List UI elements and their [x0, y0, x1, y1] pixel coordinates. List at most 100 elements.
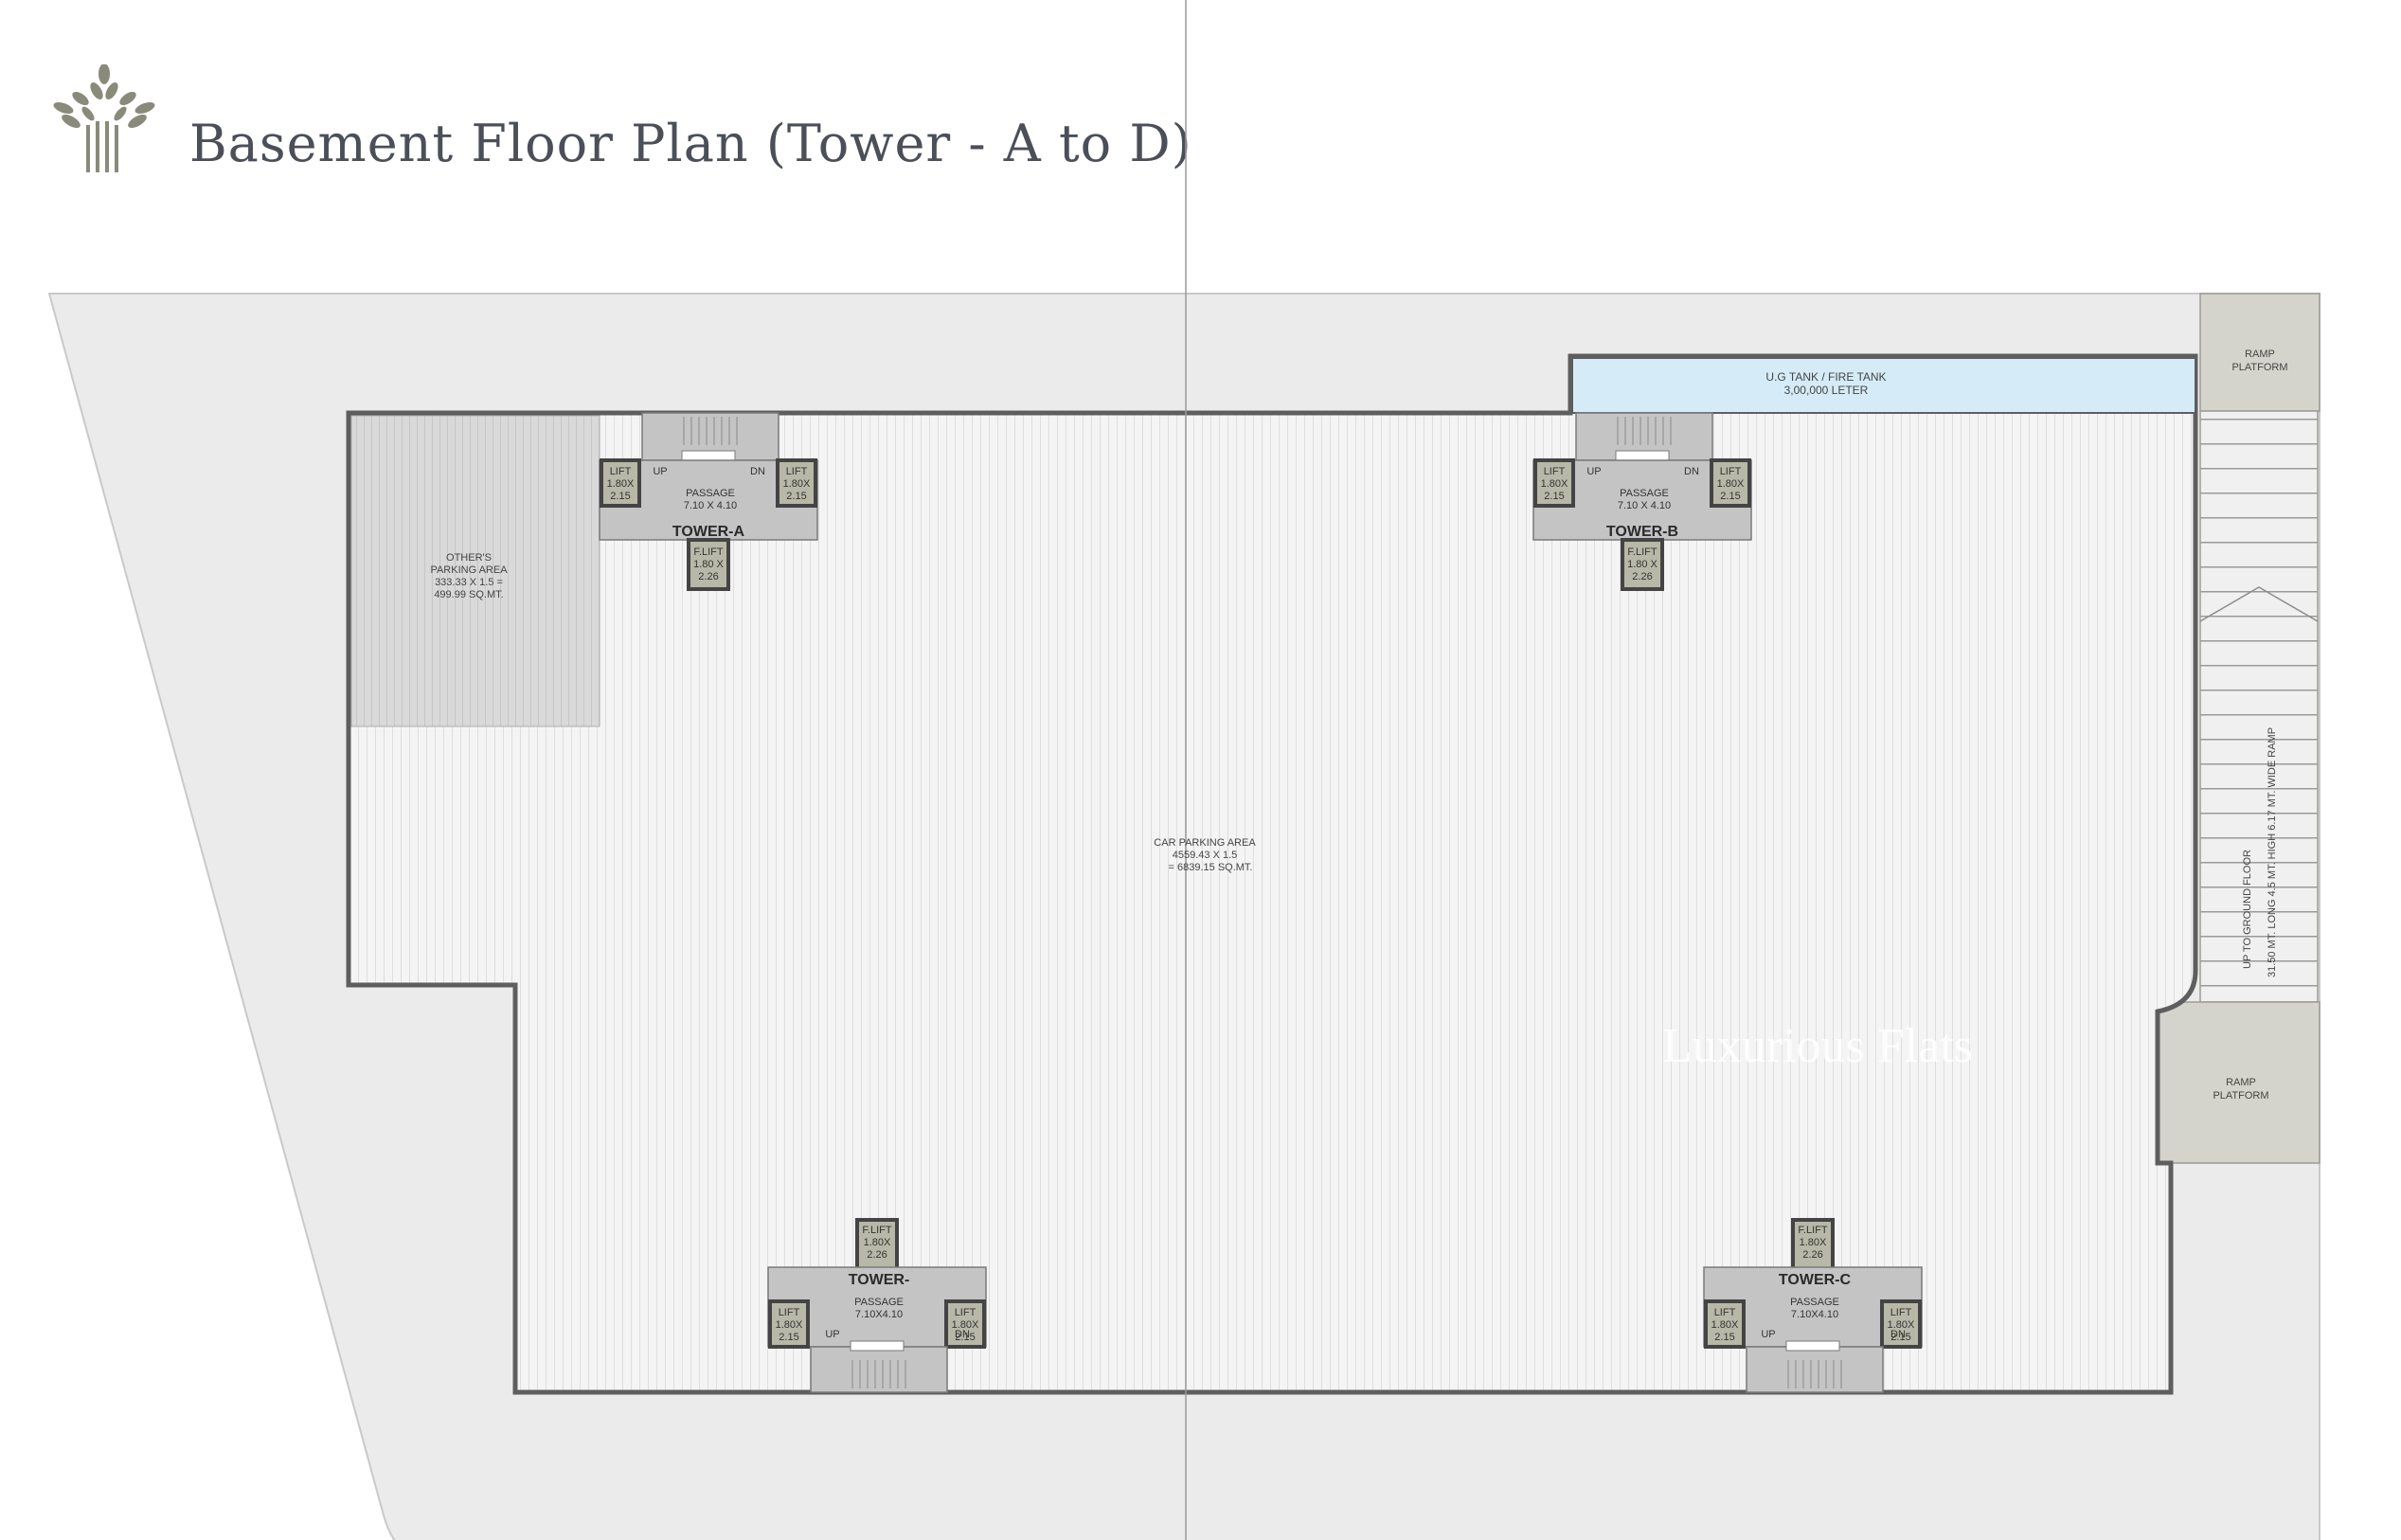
tower-c-landing: [1785, 1340, 1840, 1352]
tower-b-core: LIFT 1.80X 2.15 LIFT 1.80X 2.15 F.LIFT 1…: [1532, 412, 1752, 591]
tower-c-lift-right-text-2: 1.80X: [1888, 1319, 1915, 1331]
tower-c-passage-text-2: 7.10X4.10: [1791, 1309, 1838, 1320]
tower-b-up: UP: [1586, 466, 1601, 477]
tower-a-lift-right: [776, 458, 817, 508]
ramp-platform-top-line-2: PLATFORM: [2231, 362, 2287, 373]
tower-a-lift-right-text-2: 1.80X: [783, 478, 811, 490]
ramp: [2199, 410, 2319, 1003]
ug-tank: [1571, 357, 2196, 414]
tower-a-name: TOWER-A: [672, 524, 745, 540]
tower-a-dn: DN: [750, 466, 765, 477]
tower-b-passage-text-1: PASSAGE: [1620, 488, 1669, 499]
tower-a-up: UP: [653, 466, 667, 477]
tower-b-fire-lift-text-1: F.LIFT: [1627, 546, 1657, 558]
page-title: Basement Floor Plan (Tower - A to D): [189, 114, 1192, 173]
tower-c-name: TOWER-C: [1779, 1272, 1852, 1288]
tower-d-up: UP: [825, 1329, 839, 1340]
tower-c-up: UP: [1761, 1329, 1775, 1340]
tower-d-fire-lift-text-1: F.LIFT: [862, 1225, 891, 1236]
tower-c-lift-left-text-1: LIFT: [1714, 1307, 1736, 1318]
tower-c-dn: DN: [1890, 1329, 1906, 1340]
tower-b-fire-lift-text-3: 2.26: [1632, 571, 1652, 582]
tower-b-lift-left-text-3: 2.15: [1544, 491, 1564, 502]
tower-b-fire-lift: [1621, 538, 1664, 591]
ramp-platform-top-line-1: RAMP: [2245, 349, 2275, 360]
tower-d-lift-left-text-2: 1.80X: [776, 1319, 803, 1331]
tower-c-lift-left-text-2: 1.80X: [1711, 1319, 1739, 1331]
tower-a-fire-lift: [687, 538, 730, 591]
tower-d-lift-right-text-1: LIFT: [955, 1307, 977, 1318]
tower-b-name: TOWER-B: [1606, 524, 1678, 540]
tower-b-lift-right-text-1: LIFT: [1720, 466, 1742, 477]
car-parking-line-2: 4559.43 X 1.5: [1173, 850, 1238, 861]
tank-label: U.G TANK / FIRE TANK 3,00,000 LETER: [1765, 370, 1886, 397]
tower-d-core: F.LIFT 1.80X 2.26 LIFT 1.80X 2.15 LIFT 1…: [767, 1218, 987, 1393]
tower-a-lift-left-text-2: 1.80X: [607, 478, 635, 490]
tower-a-lift-right-text-3: 2.15: [786, 491, 806, 502]
tower-a-fire-lift-text-2: 1.80 X: [693, 559, 724, 570]
others-parking-line-1: OTHER'S: [446, 552, 492, 564]
tower-d-lift-left-text-1: LIFT: [779, 1307, 800, 1318]
tower-d-passage-text-1: PASSAGE: [854, 1297, 904, 1308]
tower-a-passage-text-1: PASSAGE: [686, 488, 735, 499]
tank-label-line-1: U.G TANK / FIRE TANK: [1765, 370, 1886, 384]
tower-c-lift-left: [1704, 1299, 1746, 1349]
tower-c-stair: [1746, 1346, 1884, 1393]
tower-a-landing: [681, 450, 736, 461]
tower-d-name: TOWER-: [849, 1272, 910, 1288]
tree-logo-icon: [53, 64, 155, 172]
tower-b-lift-left: [1533, 458, 1575, 508]
ramp-platform-bottom-line-1: RAMP: [2226, 1077, 2256, 1088]
tower-a-lift-right-text-1: LIFT: [786, 466, 808, 477]
tower-a-lift-left: [600, 458, 641, 508]
tower-a-lift-left-text-1: LIFT: [610, 466, 632, 477]
tower-d-fire-lift-text-2: 1.80X: [864, 1237, 891, 1248]
tower-b-lift-left-text-1: LIFT: [1544, 466, 1566, 477]
ramp-label-line-1: UP TO GROUND FLOOR: [2242, 850, 2253, 969]
tower-d-lift-right: [944, 1299, 986, 1349]
tower-c-lift-left-text-3: 2.15: [1714, 1332, 1734, 1343]
tower-b-lift-right-text-2: 1.80X: [1717, 478, 1745, 490]
tower-b-lift-right-text-3: 2.15: [1720, 491, 1740, 502]
tower-a-fire-lift-text-3: 2.26: [698, 571, 718, 582]
tower-a-lift-left-text-3: 2.15: [610, 491, 630, 502]
tower-b-passage-text-2: 7.10 X 4.10: [1618, 500, 1671, 511]
ramp-label-line-2: 31.50 MT. LONG 4.5 MT. HIGH 6.17 MT. WID…: [2267, 727, 2278, 977]
ramp-platform-bottom-label: RAMP PLATFORM: [2213, 1077, 2268, 1101]
tower-a-core: LIFT 1.80X 2.15 LIFT 1.80X 2.15 F.LIFT 1…: [599, 412, 818, 591]
ramp-label: UP TO GROUND FLOOR 31.50 MT. LONG 4.5 MT…: [2242, 727, 2278, 977]
tower-c-fire-lift-text-2: 1.80X: [1800, 1237, 1827, 1248]
others-parking-line-3: 333.33 X 1.5 =: [435, 577, 503, 588]
tower-d-lift-right-text-3: 2.15: [955, 1332, 975, 1343]
tower-a-fire-lift-text-1: F.LIFT: [693, 546, 723, 558]
tower-d-lift-right-text-2: 1.80X: [952, 1319, 979, 1331]
basement-floor: [346, 353, 2198, 1395]
tank-label-line-2: 3,00,000 LETER: [1784, 384, 1869, 397]
watermark-text: Luxurious Flats: [1662, 1019, 1973, 1073]
car-parking-line-3: = 6839.15 SQ.MT.: [1169, 862, 1253, 873]
tower-b-landing: [1615, 450, 1670, 461]
tower-c-lift-right: [1880, 1299, 1922, 1349]
tower-c-passage-text-1: PASSAGE: [1790, 1297, 1839, 1308]
car-parking-line-1: CAR PARKING AREA: [1154, 837, 1256, 849]
tower-b-fire-lift-text-2: 1.80 X: [1627, 559, 1657, 570]
tower-d-landing: [850, 1340, 905, 1352]
tower-d-passage-text-2: 7.10X4.10: [855, 1309, 903, 1320]
tower-c-lift-right-text-1: LIFT: [1890, 1307, 1912, 1318]
tower-d-lift-left: [768, 1299, 810, 1349]
tower-d-stair: [810, 1346, 948, 1393]
tower-d-dn: DN: [955, 1329, 970, 1340]
others-parking-area: [350, 415, 600, 727]
tower-b-lift-right: [1710, 458, 1751, 508]
tower-c-core: F.LIFT 1.80X 2.26 LIFT 1.80X 2.15 LIFT 1…: [1703, 1218, 1923, 1393]
tower-d-lift-left-text-3: 2.15: [779, 1332, 798, 1343]
tower-c-fire-lift: [1791, 1218, 1835, 1271]
tower-d-fire-lift-text-3: 2.26: [867, 1249, 887, 1261]
tower-a-passage-text-2: 7.10 X 4.10: [684, 500, 737, 511]
others-parking-line-4: 499.99 SQ.MT.: [434, 589, 503, 600]
car-parking-label: CAR PARKING AREA 4559.43 X 1.5 = 6839.15…: [1154, 837, 1256, 873]
others-parking-line-2: PARKING AREA: [430, 564, 508, 576]
ramp-platform-bottom-line-2: PLATFORM: [2213, 1090, 2268, 1101]
